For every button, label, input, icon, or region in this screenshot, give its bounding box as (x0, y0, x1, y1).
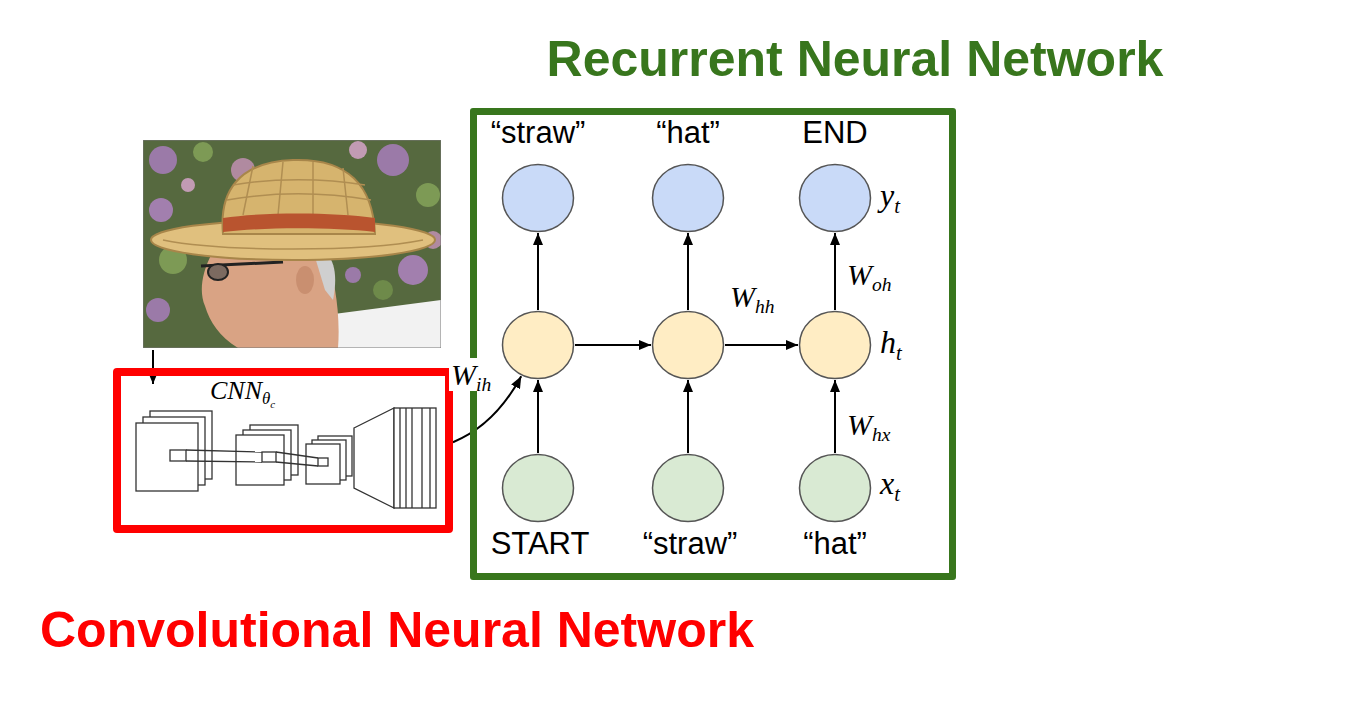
output-node: “hat” (651, 163, 725, 233)
circle-fill (800, 312, 871, 379)
output-word: END (802, 116, 867, 150)
straw-texture (163, 162, 423, 249)
input-word: “hat” (803, 527, 867, 561)
weight-label: Wih (449, 358, 493, 391)
input-word: “straw” (643, 527, 738, 561)
circle-fill (653, 455, 724, 522)
hidden-node: ht (798, 310, 872, 380)
output-word: “straw” (491, 116, 586, 150)
circle-fill (800, 165, 871, 232)
variable-label: xt (880, 466, 900, 501)
subscript: t (894, 482, 900, 505)
connector-arrow (725, 344, 798, 346)
circle-fill (653, 165, 724, 232)
output-word: “hat” (656, 116, 720, 150)
section-title: Recurrent Neural Network (547, 32, 1164, 87)
subscript: ih (476, 374, 491, 395)
subscript: hx (872, 424, 890, 445)
hat-band (223, 214, 375, 233)
connector-arrow (834, 233, 836, 310)
connector-arrow (687, 380, 689, 453)
ear (296, 266, 314, 294)
subscript: oh (872, 274, 892, 295)
input-word: START (491, 527, 590, 561)
input-node: “hat”xt (798, 453, 872, 523)
weight-label: Whh (728, 280, 777, 313)
circle-outline (501, 163, 575, 233)
subscript: t (896, 341, 902, 364)
circle-fill (503, 312, 574, 379)
input-node: START (501, 453, 575, 523)
glasses-lens (208, 264, 228, 280)
variable-label: ht (880, 325, 902, 360)
circle-fill (503, 165, 574, 232)
circle-outline (501, 453, 575, 523)
input-arrow (152, 350, 154, 384)
hidden-node (651, 310, 725, 380)
connector-arrow (687, 233, 689, 310)
circle-fill (503, 455, 574, 522)
output-node: ENDyt (798, 163, 872, 233)
section-title: Convolutional Neural Network (40, 603, 754, 658)
circle-outline (651, 163, 725, 233)
network-label: CNNθc (210, 377, 275, 406)
subscript: hh (755, 296, 775, 317)
circle-outline (651, 453, 725, 523)
photo-frame (143, 140, 441, 348)
circle-fill (800, 455, 871, 522)
weight-label: Whx (845, 408, 892, 441)
subscript: t (894, 194, 900, 217)
connector-arrow (537, 380, 539, 453)
circle-outline (798, 310, 872, 380)
photo-background (143, 140, 441, 348)
circle-outline (501, 310, 575, 380)
subscript: θc (262, 389, 275, 408)
cnn-layers (136, 408, 436, 508)
cnn-box: CNNθcConvolutional Neural Network (113, 368, 453, 533)
rnn-box: “straw”“hat”ENDythtSTART“straw”“hat”xtRe… (470, 108, 956, 580)
circle-outline (651, 310, 725, 380)
weight-label: Woh (845, 258, 894, 291)
input-node: “straw” (651, 453, 725, 523)
hidden-node (501, 310, 575, 380)
subscript: c (270, 398, 275, 410)
circle-outline (798, 453, 872, 523)
output-node: “straw” (501, 163, 575, 233)
connector-arrow (834, 380, 836, 453)
connector-arrow (575, 344, 651, 346)
variable-label: yt (880, 178, 900, 213)
photo (143, 140, 441, 348)
circle-outline (798, 163, 872, 233)
connector-arrow (537, 233, 539, 310)
hat-crown (222, 160, 375, 234)
circle-fill (653, 312, 724, 379)
